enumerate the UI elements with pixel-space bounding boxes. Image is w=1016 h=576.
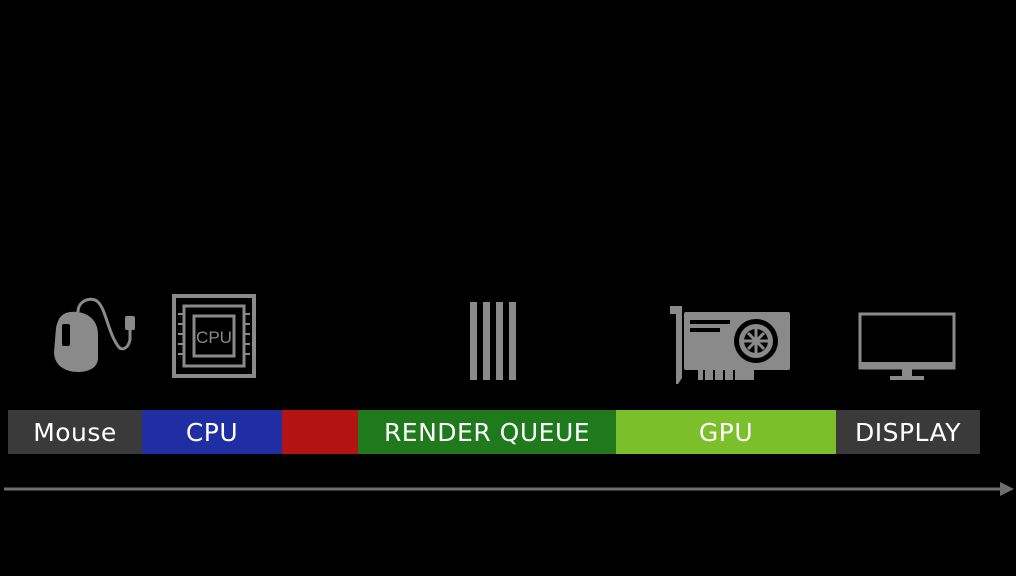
segment-cpu: CPU — [142, 410, 282, 454]
render-queue-icon — [468, 302, 520, 380]
gpu-card-icon — [668, 304, 792, 386]
timeline-arrow — [4, 478, 1016, 500]
segment-gpu: GPU — [616, 410, 836, 454]
mouse-icon — [48, 292, 138, 376]
cpu-chip-icon: CPU — [172, 294, 256, 378]
segment-mouse-label: Mouse — [33, 417, 117, 447]
segment-display: DISPLAY — [836, 410, 980, 454]
cpu-chip-label: CPU — [196, 328, 232, 347]
segment-red-gap — [282, 410, 358, 454]
segment-display-label: DISPLAY — [854, 417, 961, 447]
display-monitor-icon — [858, 312, 956, 382]
segment-gpu-label: GPU — [698, 417, 754, 447]
segment-cpu-label: CPU — [185, 417, 239, 447]
segment-render-queue: RENDER QUEUE — [358, 410, 616, 454]
latency-pipeline-bar: Mouse CPU RENDER QUEUE GPU DISPLAY — [8, 410, 980, 454]
segment-render-queue-label: RENDER QUEUE — [383, 417, 591, 447]
segment-mouse: Mouse — [8, 410, 142, 454]
